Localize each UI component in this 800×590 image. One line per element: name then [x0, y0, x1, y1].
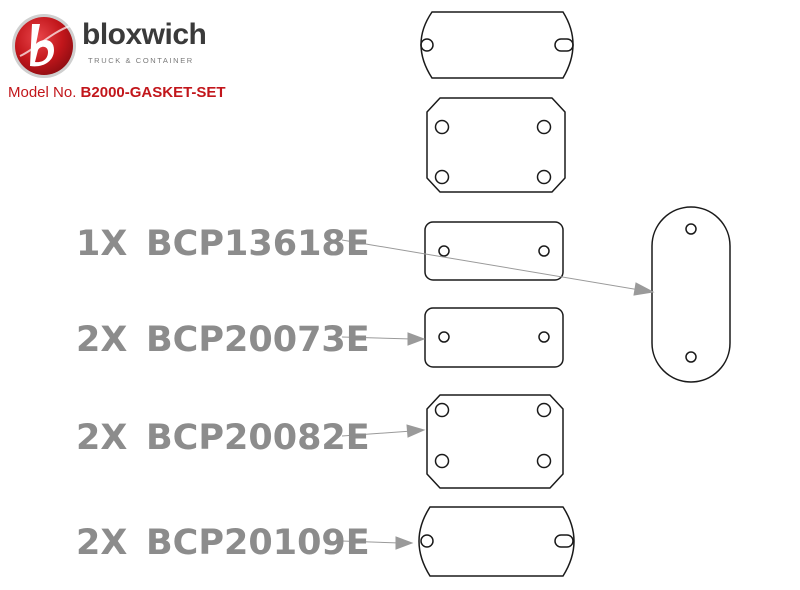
gasket-stadium-plate	[651, 206, 731, 383]
callout-1: 1X BCP13618E	[76, 224, 370, 264]
leader-arrow-2	[341, 332, 426, 346]
model-label: Model No.	[8, 84, 77, 101]
leader-arrow-1	[341, 239, 655, 296]
brand-logo-icon	[12, 14, 76, 78]
gasket-bottom-plate	[418, 506, 575, 577]
model-number: B2000-GASKET-SET	[80, 84, 226, 101]
gasket-rect-plate-lower	[424, 307, 564, 368]
callout-2: 2X BCP20073E	[76, 320, 370, 360]
gasket-top-plate	[420, 11, 574, 79]
gasket-octagon-plate-lower	[426, 394, 564, 489]
callout-part: BCP20082E	[146, 418, 370, 458]
brand-name: bloxwich	[82, 18, 207, 51]
callout-part: BCP20073E	[146, 320, 370, 360]
callout-3: 2X BCP20082E	[76, 418, 370, 458]
brand-tagline: TRUCK & CONTAINER	[88, 56, 194, 65]
callout-qty: 2X	[76, 523, 127, 563]
model-number-line: Model No. B2000-GASKET-SET	[8, 84, 226, 101]
callout-qty: 1X	[76, 224, 127, 264]
gasket-rect-plate-upper	[424, 221, 564, 281]
leader-arrow-3	[341, 424, 426, 438]
callout-qty: 2X	[76, 320, 127, 360]
leader-arrow-4	[341, 536, 414, 550]
gasket-octagon-plate-upper	[426, 97, 566, 193]
callout-4: 2X BCP20109E	[76, 523, 370, 563]
callout-part: BCP20109E	[146, 523, 370, 563]
callout-part: BCP13618E	[146, 224, 370, 264]
callout-qty: 2X	[76, 418, 127, 458]
